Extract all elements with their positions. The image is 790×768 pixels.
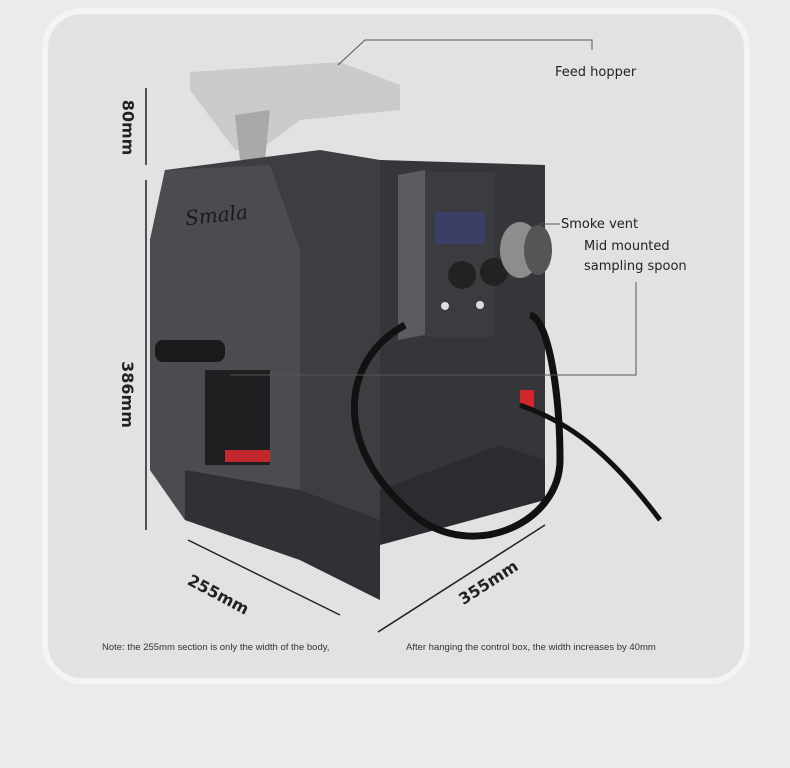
smoke-vent-label: Smoke vent [561,217,639,232]
power-switch [520,390,534,408]
note-right: After hanging the control box, the width… [406,642,656,653]
feed-hopper [190,62,400,150]
feed-hopper-label: Feed hopper [555,65,637,80]
note-left: Note: the 255mm section is only the widt… [102,642,330,653]
sampling-spoon-label-1: Mid mounted [584,239,670,254]
sampling-spoon-label-2: sampling spoon [584,259,687,274]
body-height-dimension: 386mm [117,361,137,428]
hopper-height-dimension: 80mm [118,99,138,156]
red-handle [225,450,270,462]
display-screen [435,212,485,244]
control-box [398,170,425,340]
side-knob [155,340,225,362]
